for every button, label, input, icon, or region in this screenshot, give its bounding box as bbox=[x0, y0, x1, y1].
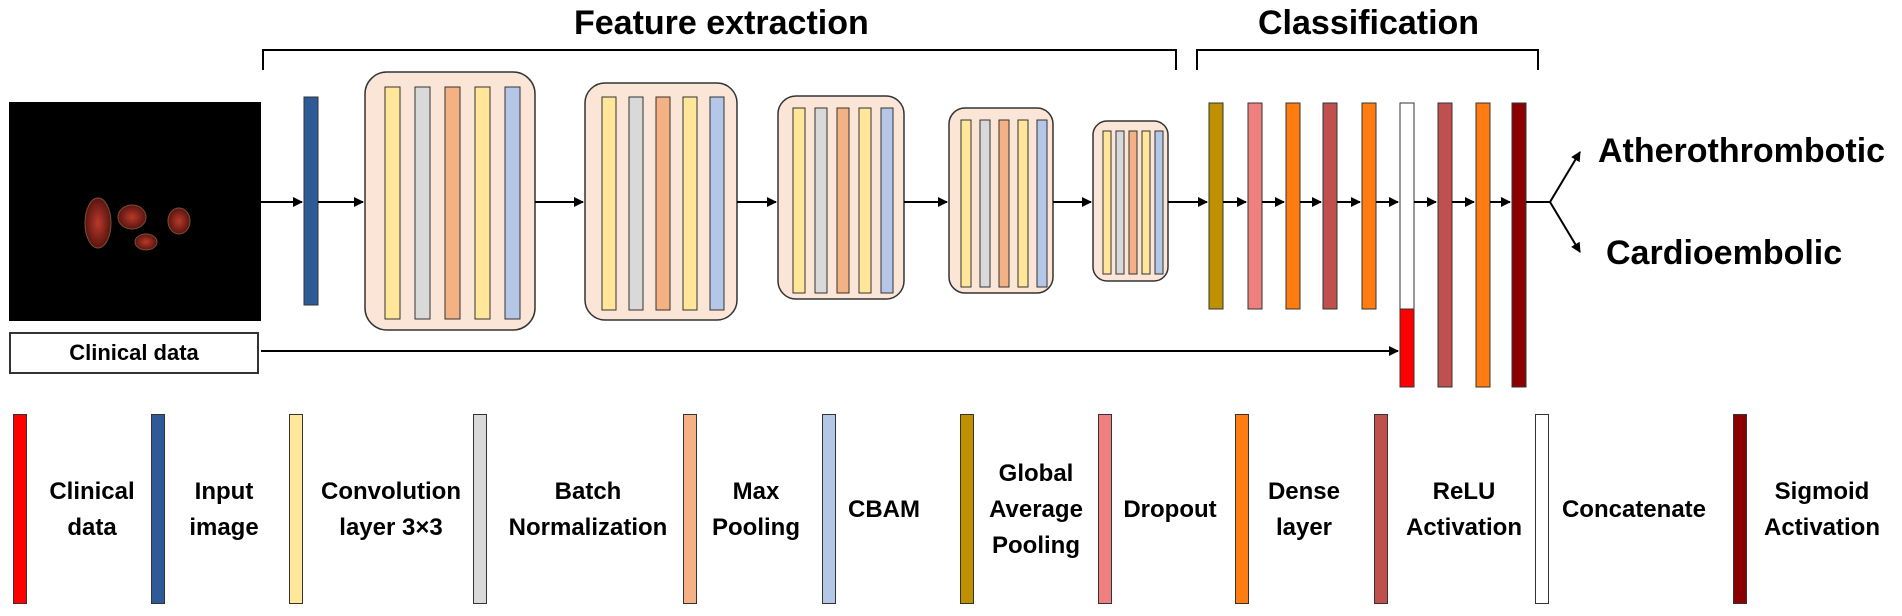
maxpool-swatch bbox=[683, 414, 697, 604]
relu-layer-2 bbox=[1437, 102, 1453, 388]
feature-extraction-bracket bbox=[262, 49, 1177, 70]
legend-label-maxpool: Max Pooling bbox=[712, 478, 800, 541]
conv-block-5 bbox=[1092, 120, 1169, 282]
relu-swatch bbox=[1374, 414, 1388, 604]
cbam-swatch bbox=[822, 414, 836, 604]
conv-block-4 bbox=[948, 107, 1054, 294]
conv-swatch bbox=[289, 414, 303, 604]
legend-label-dense: Dense layer bbox=[1267, 478, 1341, 541]
classification-bracket bbox=[1196, 49, 1539, 70]
input-ct-image bbox=[9, 102, 261, 321]
flow-arrows bbox=[261, 151, 1581, 356]
legend-label-cbam: CBAM bbox=[848, 496, 920, 523]
legend-label-clinical-data: Clinical data bbox=[49, 478, 135, 541]
clinical-data-box: Clinical data bbox=[9, 332, 259, 374]
input-image-swatch bbox=[151, 414, 165, 604]
dense-layer-1 bbox=[1285, 102, 1301, 310]
dense-layer-2 bbox=[1361, 102, 1377, 310]
legend-label-batchnorm: Batch Normalization bbox=[508, 478, 668, 541]
legend-label-sigmoid: Sigmoid Activation bbox=[1763, 478, 1880, 541]
output-cardioembolic: Cardioembolic bbox=[1606, 234, 1843, 272]
sigmoid-swatch bbox=[1733, 414, 1747, 604]
input-layer bbox=[303, 96, 319, 306]
dense-swatch bbox=[1235, 414, 1249, 604]
classification-heading: Classification bbox=[1258, 4, 1480, 42]
legend-label-concatenate: Concatenate bbox=[1561, 496, 1707, 523]
output-atherothrombotic: Atherothrombotic bbox=[1598, 132, 1886, 170]
dense-layer-3 bbox=[1475, 102, 1491, 388]
legend-label-gap: Global Average Pooling bbox=[989, 460, 1083, 559]
batchnorm-swatch bbox=[473, 414, 487, 604]
sigmoid-layer bbox=[1511, 102, 1527, 388]
concatenate-layer bbox=[1399, 102, 1415, 388]
gap-layer bbox=[1208, 102, 1224, 310]
relu-layer-1 bbox=[1322, 102, 1338, 310]
conv-block-1 bbox=[364, 71, 536, 331]
legend-label-input-image: Input image bbox=[189, 478, 259, 541]
concat-swatch bbox=[1535, 414, 1549, 604]
dropout-swatch bbox=[1098, 414, 1112, 604]
clinical-data-swatch bbox=[13, 414, 27, 604]
conv-block-3 bbox=[777, 95, 905, 300]
gap-swatch bbox=[960, 414, 974, 604]
feature-extraction-heading: Feature extraction bbox=[574, 4, 869, 42]
legend-label-convolution: Convolution layer 3×3 bbox=[321, 478, 461, 541]
legend-label-dropout: Dropout bbox=[1123, 496, 1217, 523]
conv-block-2 bbox=[584, 82, 738, 321]
dropout-layer-1 bbox=[1247, 102, 1263, 310]
legend-label-relu: ReLU Activation bbox=[1405, 478, 1522, 541]
